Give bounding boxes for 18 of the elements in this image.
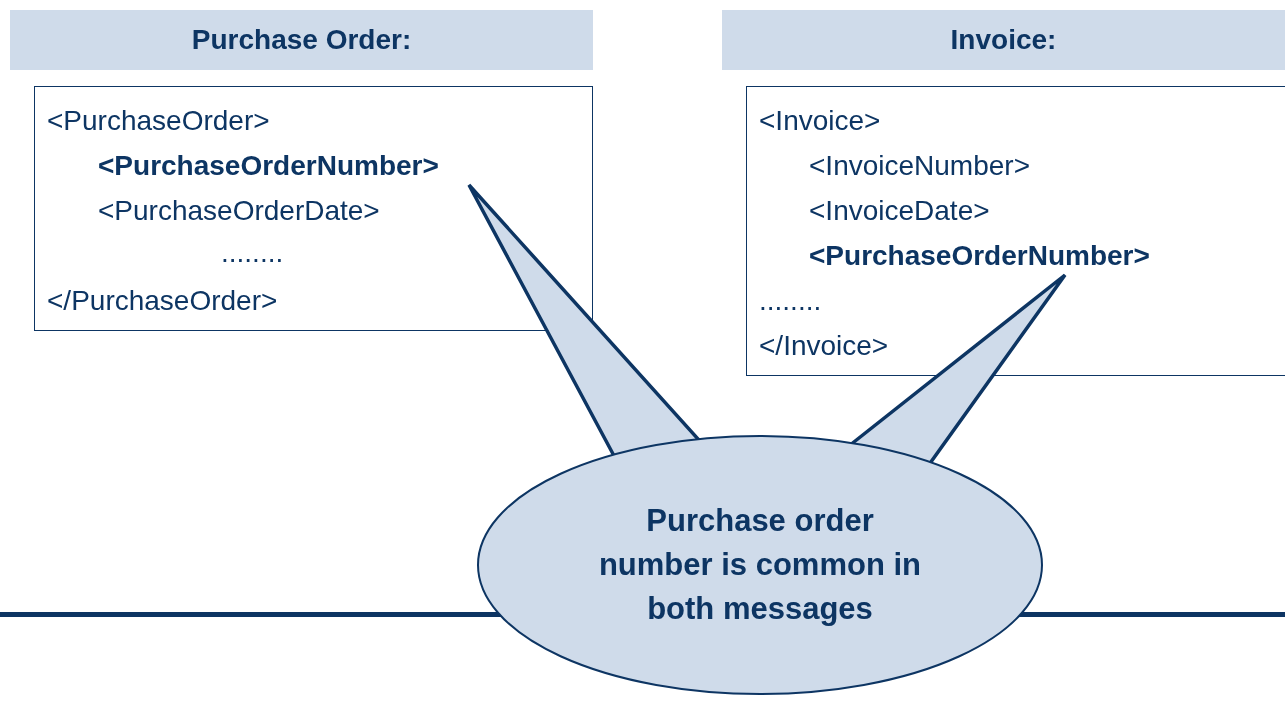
heading-band <box>10 10 593 70</box>
heading: Purchase Order: <box>191 24 412 56</box>
code-line: <InvoiceDate> <box>809 195 990 227</box>
heading: Invoice: <box>950 24 1057 56</box>
code-line: <Invoice> <box>759 105 881 137</box>
callout-text: Purchase order number is common in both messages <box>597 502 923 628</box>
code-line: ........ <box>221 237 284 269</box>
heading-band <box>722 10 1285 70</box>
code-line: </PurchaseOrder> <box>47 285 278 317</box>
code-line: </Invoice> <box>759 330 889 362</box>
code-line: ........ <box>759 285 822 317</box>
code-line: <PurchaseOrder> <box>47 105 270 137</box>
code-line: <PurchaseOrderNumber> <box>809 240 1150 272</box>
code-line: <InvoiceNumber> <box>809 150 1030 182</box>
code-line: <PurchaseOrderDate> <box>98 195 380 227</box>
code-line: <PurchaseOrderNumber> <box>98 150 439 182</box>
code-box <box>746 86 1285 376</box>
code-box <box>34 86 593 331</box>
